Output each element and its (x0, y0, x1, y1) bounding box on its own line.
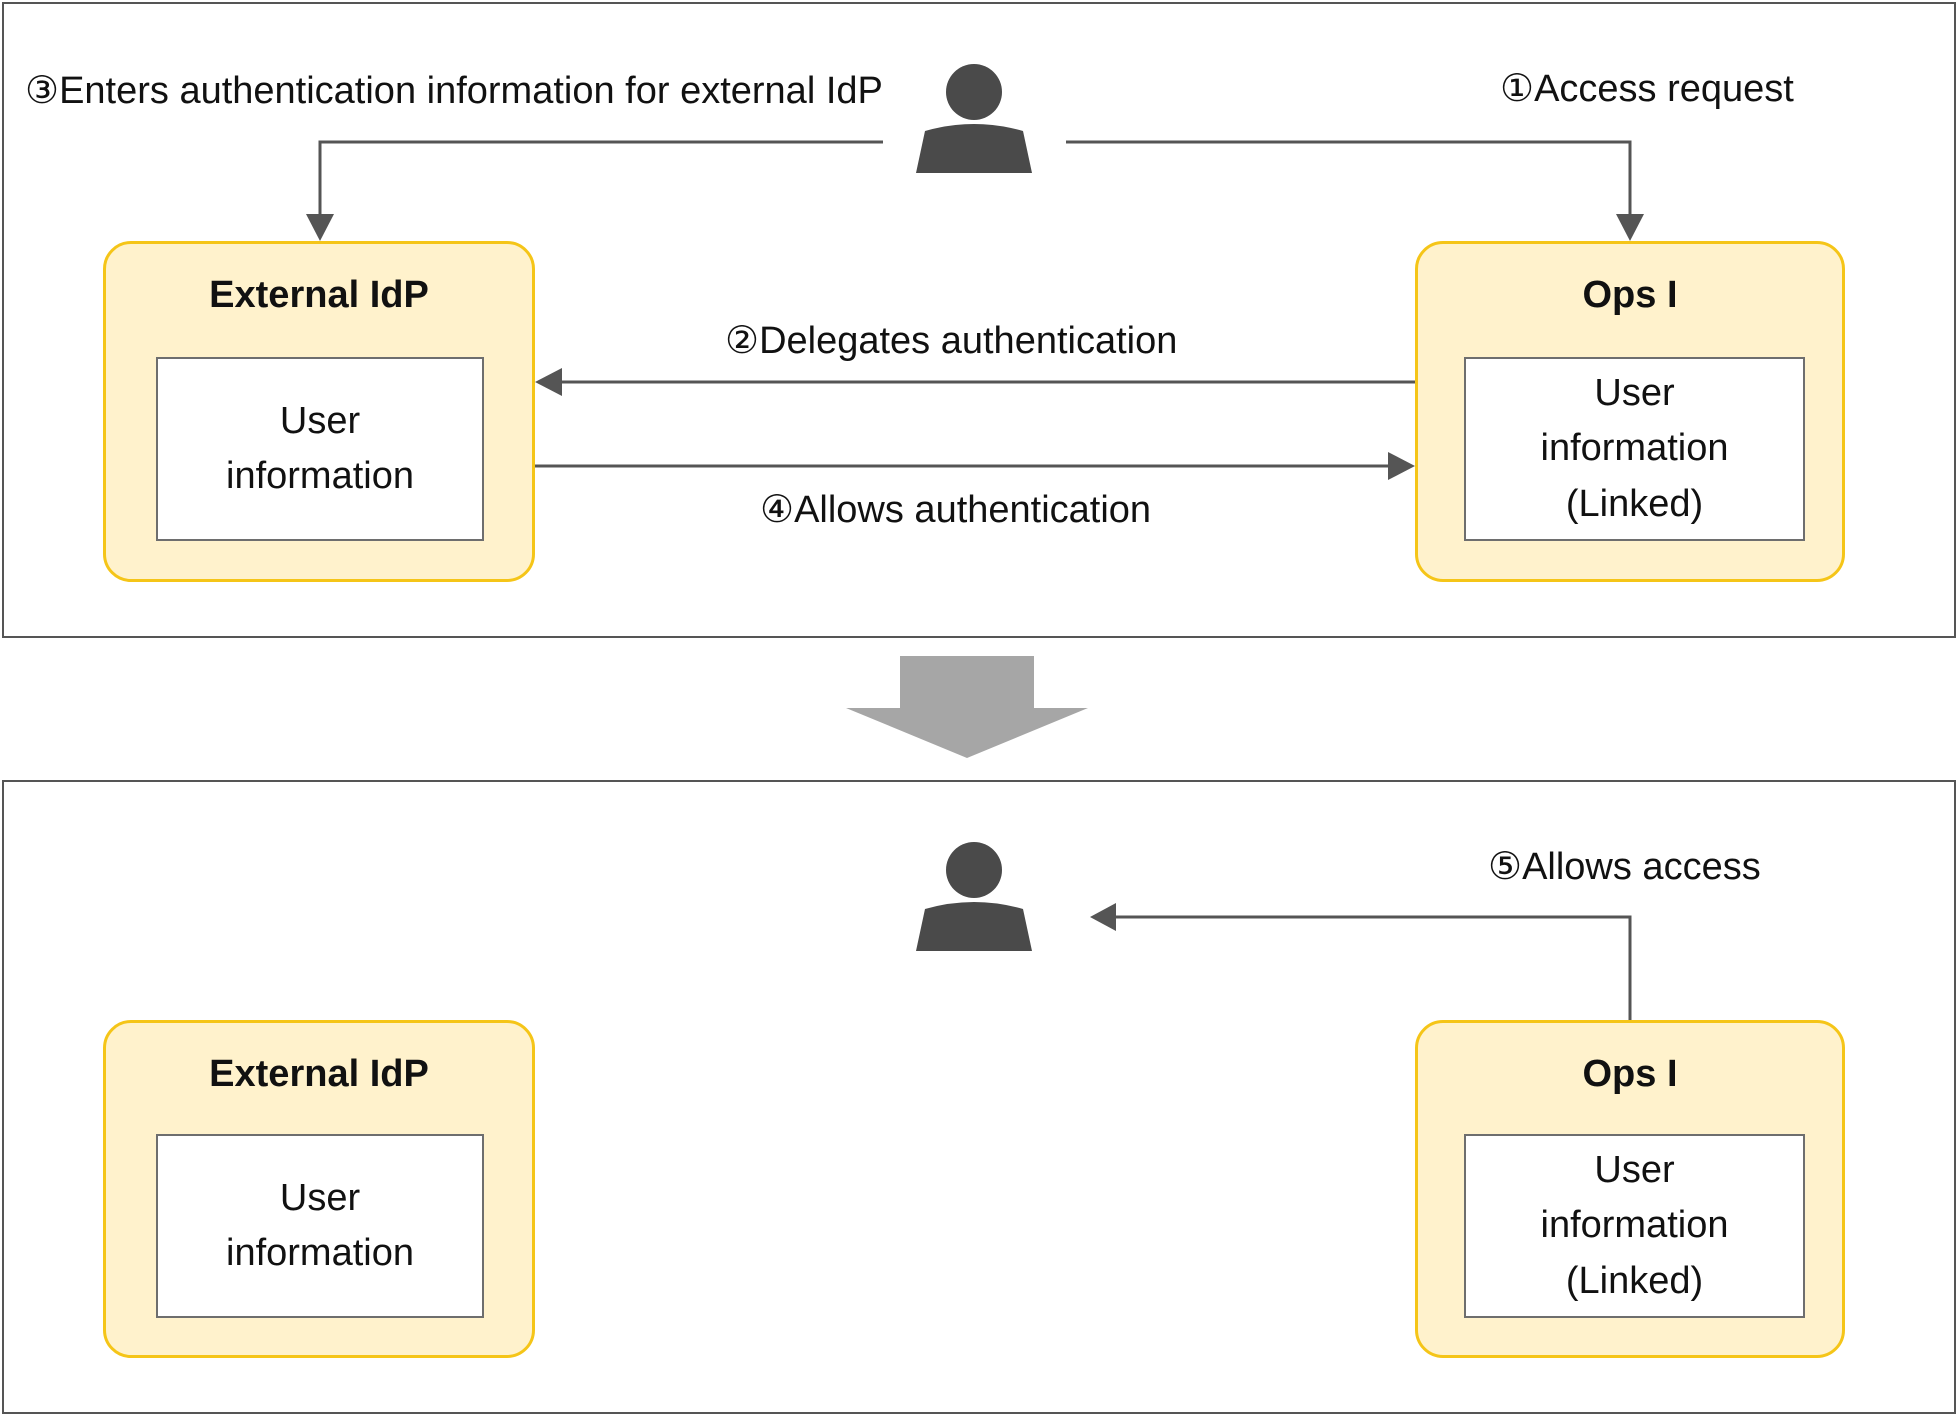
ops-i-after: Ops I User information (Linked) (1415, 1020, 1845, 1358)
external-idp-after: External IdP User information (103, 1020, 535, 1358)
step2-label: ②Delegates authentication (725, 320, 1178, 362)
arrowhead-right-step4 (1388, 452, 1415, 480)
ops-i-before: Ops I User information (Linked) (1415, 241, 1845, 582)
line-step5 (1112, 915, 1632, 1020)
arrowhead-left-step2 (535, 368, 562, 396)
linked-user-information-box: User information (Linked) (1464, 1134, 1805, 1318)
user-icon (916, 64, 1032, 173)
user-information-box: User information (156, 357, 484, 541)
down-arrow-icon (846, 656, 1088, 758)
step5-label: ⑤Allows access (1488, 846, 1761, 888)
user-information-box: User information (156, 1134, 484, 1318)
system-title: Ops I (1582, 274, 1678, 316)
step3-label: ③Enters authentication information for e… (25, 70, 883, 112)
arrowhead-down-step1 (1616, 214, 1644, 241)
linked-user-information-box: User information (Linked) (1464, 357, 1805, 541)
arrowhead-left-step5 (1090, 903, 1116, 931)
line-step1 (1066, 140, 1632, 218)
external-idp-before: External IdP User information (103, 241, 535, 582)
system-title: Ops I (1582, 1053, 1678, 1095)
step1-label: ①Access request (1500, 68, 1794, 110)
system-title: External IdP (209, 274, 429, 316)
user-icon (916, 842, 1032, 951)
system-title: External IdP (209, 1053, 429, 1095)
arrowhead-down-step3 (306, 214, 334, 241)
step4-label: ④Allows authentication (760, 489, 1152, 531)
line-step3 (318, 140, 883, 218)
